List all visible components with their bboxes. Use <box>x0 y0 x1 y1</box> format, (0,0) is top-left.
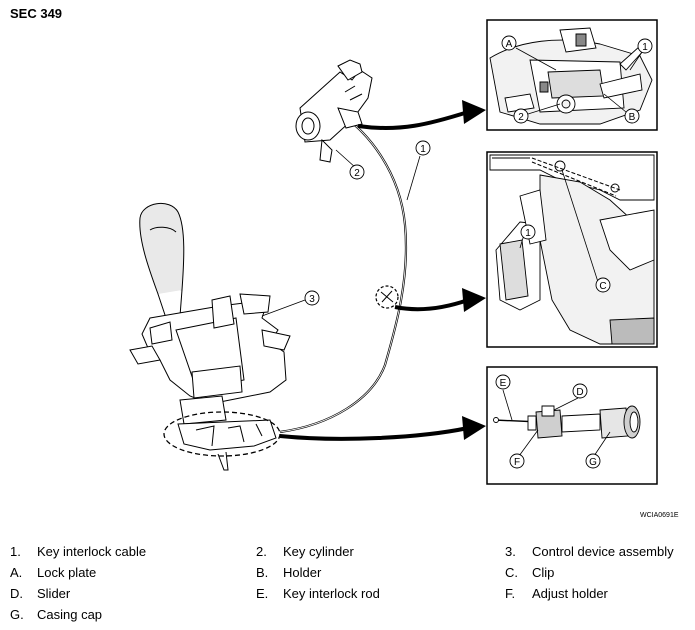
legend-label: Slider <box>37 586 71 601</box>
detail-circle-cable <box>375 285 399 309</box>
callout-2: 2 <box>354 168 360 179</box>
callout-g: G <box>589 457 597 468</box>
detail-panel-middle <box>486 151 658 348</box>
callout-2b: 2 <box>518 112 524 123</box>
legend-item: 1. Key interlock cable <box>10 544 146 559</box>
shift-lock-diagram: 1 2 3 A 1 2 B 1 C E D F G <box>129 19 658 485</box>
control-device-drawing <box>129 203 291 471</box>
legend-label: Casing cap <box>37 607 103 622</box>
legend-item: E. Key interlock rod <box>256 586 380 601</box>
figure-code: WCIA0691E <box>640 512 679 519</box>
legend-label: Lock plate <box>37 565 97 580</box>
legend-item: C. Clip <box>505 565 554 580</box>
legend-key: 1. <box>10 544 21 559</box>
legend-key: B. <box>256 565 269 580</box>
legend-label: Clip <box>532 565 555 580</box>
legend-label: Key interlock cable <box>37 544 147 559</box>
callout-1c-circle <box>520 224 536 240</box>
leader-lines <box>261 47 643 457</box>
legend-label: Key interlock rod <box>283 586 380 601</box>
callout-1: 1 <box>420 144 426 155</box>
detail-circle-lower <box>163 411 281 457</box>
callout-b: B <box>629 112 636 123</box>
legend-item: F. Adjust holder <box>505 586 608 601</box>
callout-2-circle <box>349 164 365 180</box>
callout-3: 3 <box>309 294 315 305</box>
legend-item: D. Slider <box>10 586 70 601</box>
legend-key: C. <box>505 565 518 580</box>
key-interlock-cable <box>279 117 408 434</box>
callout-g-circle <box>585 453 601 469</box>
callout-b-circle <box>624 108 640 124</box>
callout-1-circle <box>415 140 431 156</box>
callout-c-circle <box>595 277 611 293</box>
callout-c: C <box>599 281 606 292</box>
callout-2b-circle <box>513 108 529 124</box>
callout-1b: 1 <box>642 42 648 53</box>
key-cylinder-drawing <box>295 59 373 163</box>
section-label: SEC 349 <box>10 6 63 21</box>
legend-key: F. <box>505 586 516 601</box>
callout-d-circle <box>572 383 588 399</box>
callout-a: A <box>506 39 513 50</box>
legend-item: B. Holder <box>256 565 321 580</box>
legend-key: 3. <box>505 544 516 559</box>
legend-label: Holder <box>283 565 322 580</box>
legend-item: A. Lock plate <box>10 565 96 580</box>
callout-e: E <box>500 378 507 389</box>
legend-label: Adjust holder <box>532 586 608 601</box>
legend-key: 2. <box>256 544 267 559</box>
callout-e-circle <box>495 374 511 390</box>
callout-a-circle <box>501 35 517 51</box>
callout-f-circle <box>509 453 525 469</box>
callout-1c: 1 <box>525 228 531 239</box>
legend-item: 2. Key cylinder <box>256 544 354 559</box>
callout-d: D <box>576 387 583 398</box>
callout-3-circle <box>304 290 320 306</box>
legend-key: A. <box>10 565 23 580</box>
arrows <box>279 100 486 441</box>
legend-key: G. <box>10 607 24 622</box>
callout-1b-circle <box>637 38 653 54</box>
callout-f: F <box>514 457 520 468</box>
legend-key: E. <box>256 586 269 601</box>
legend-label: Key cylinder <box>283 544 354 559</box>
legend-item: G. Casing cap <box>10 607 102 622</box>
legend-item: 3. Control device assembly <box>505 544 674 559</box>
legend-key: D. <box>10 586 23 601</box>
legend-label: Control device assembly <box>532 544 674 559</box>
